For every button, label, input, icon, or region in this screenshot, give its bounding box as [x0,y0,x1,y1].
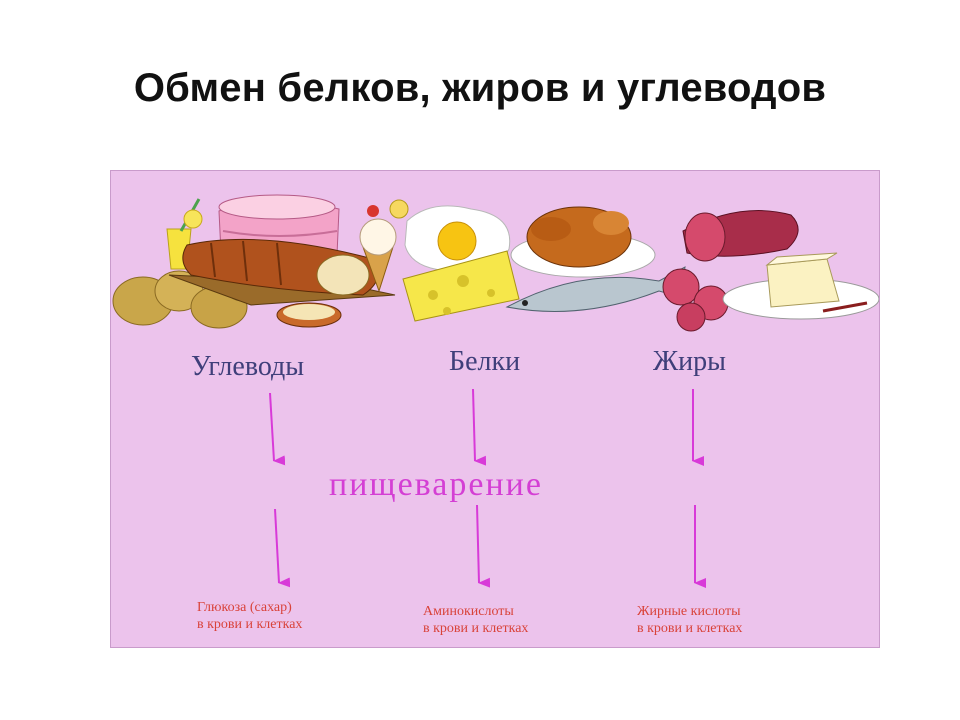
arrow-digestion-to-glucose [274,508,291,588]
sausage-image [662,210,799,332]
digestion-label: пищеварение [329,466,543,503]
chicken-image [510,206,656,278]
cheese-image [402,250,520,322]
amino-acids-result-line1: Аминокислоты [423,604,514,619]
proteins-heading: Белки [449,346,521,377]
slide-title: Обмен белков, жиров и углеводов [133,66,827,110]
butter-image [722,252,879,320]
fried-egg-image [404,205,511,273]
bread-image [168,238,396,328]
arrow-digestion-to-amino-acids [476,504,491,588]
flow-arrows [269,388,706,588]
fatty-acids-result: Жирные кислоты в крови и клетках [637,603,742,637]
arrow-carbs-to-digestion [269,392,286,466]
ice-cream-image [359,199,409,293]
carbohydrates-heading: Углеводы [191,351,305,382]
amino-acids-result: Аминокислоты в крови и клетках [423,603,528,637]
glucose-result-line1: Глюкоза (сахар) [197,600,292,615]
fats-heading: Жиры [653,346,726,377]
amino-acids-result-line2: в крови и клетках [423,621,529,636]
nutrient-metabolism-diagram: Углеводы Белки Жиры пищеварение Глюкоза … [110,170,880,648]
fatty-acids-result-line2: в крови и клетках [637,621,743,636]
fatty-acids-result-line1: Жирные кислоты [637,604,741,619]
food-illustration [112,194,879,332]
glucose-result-line2: в крови и клетках [197,617,303,632]
glucose-result: Глюкоза (сахар) в крови и клетках [197,599,302,633]
arrow-proteins-to-digestion [472,388,487,466]
